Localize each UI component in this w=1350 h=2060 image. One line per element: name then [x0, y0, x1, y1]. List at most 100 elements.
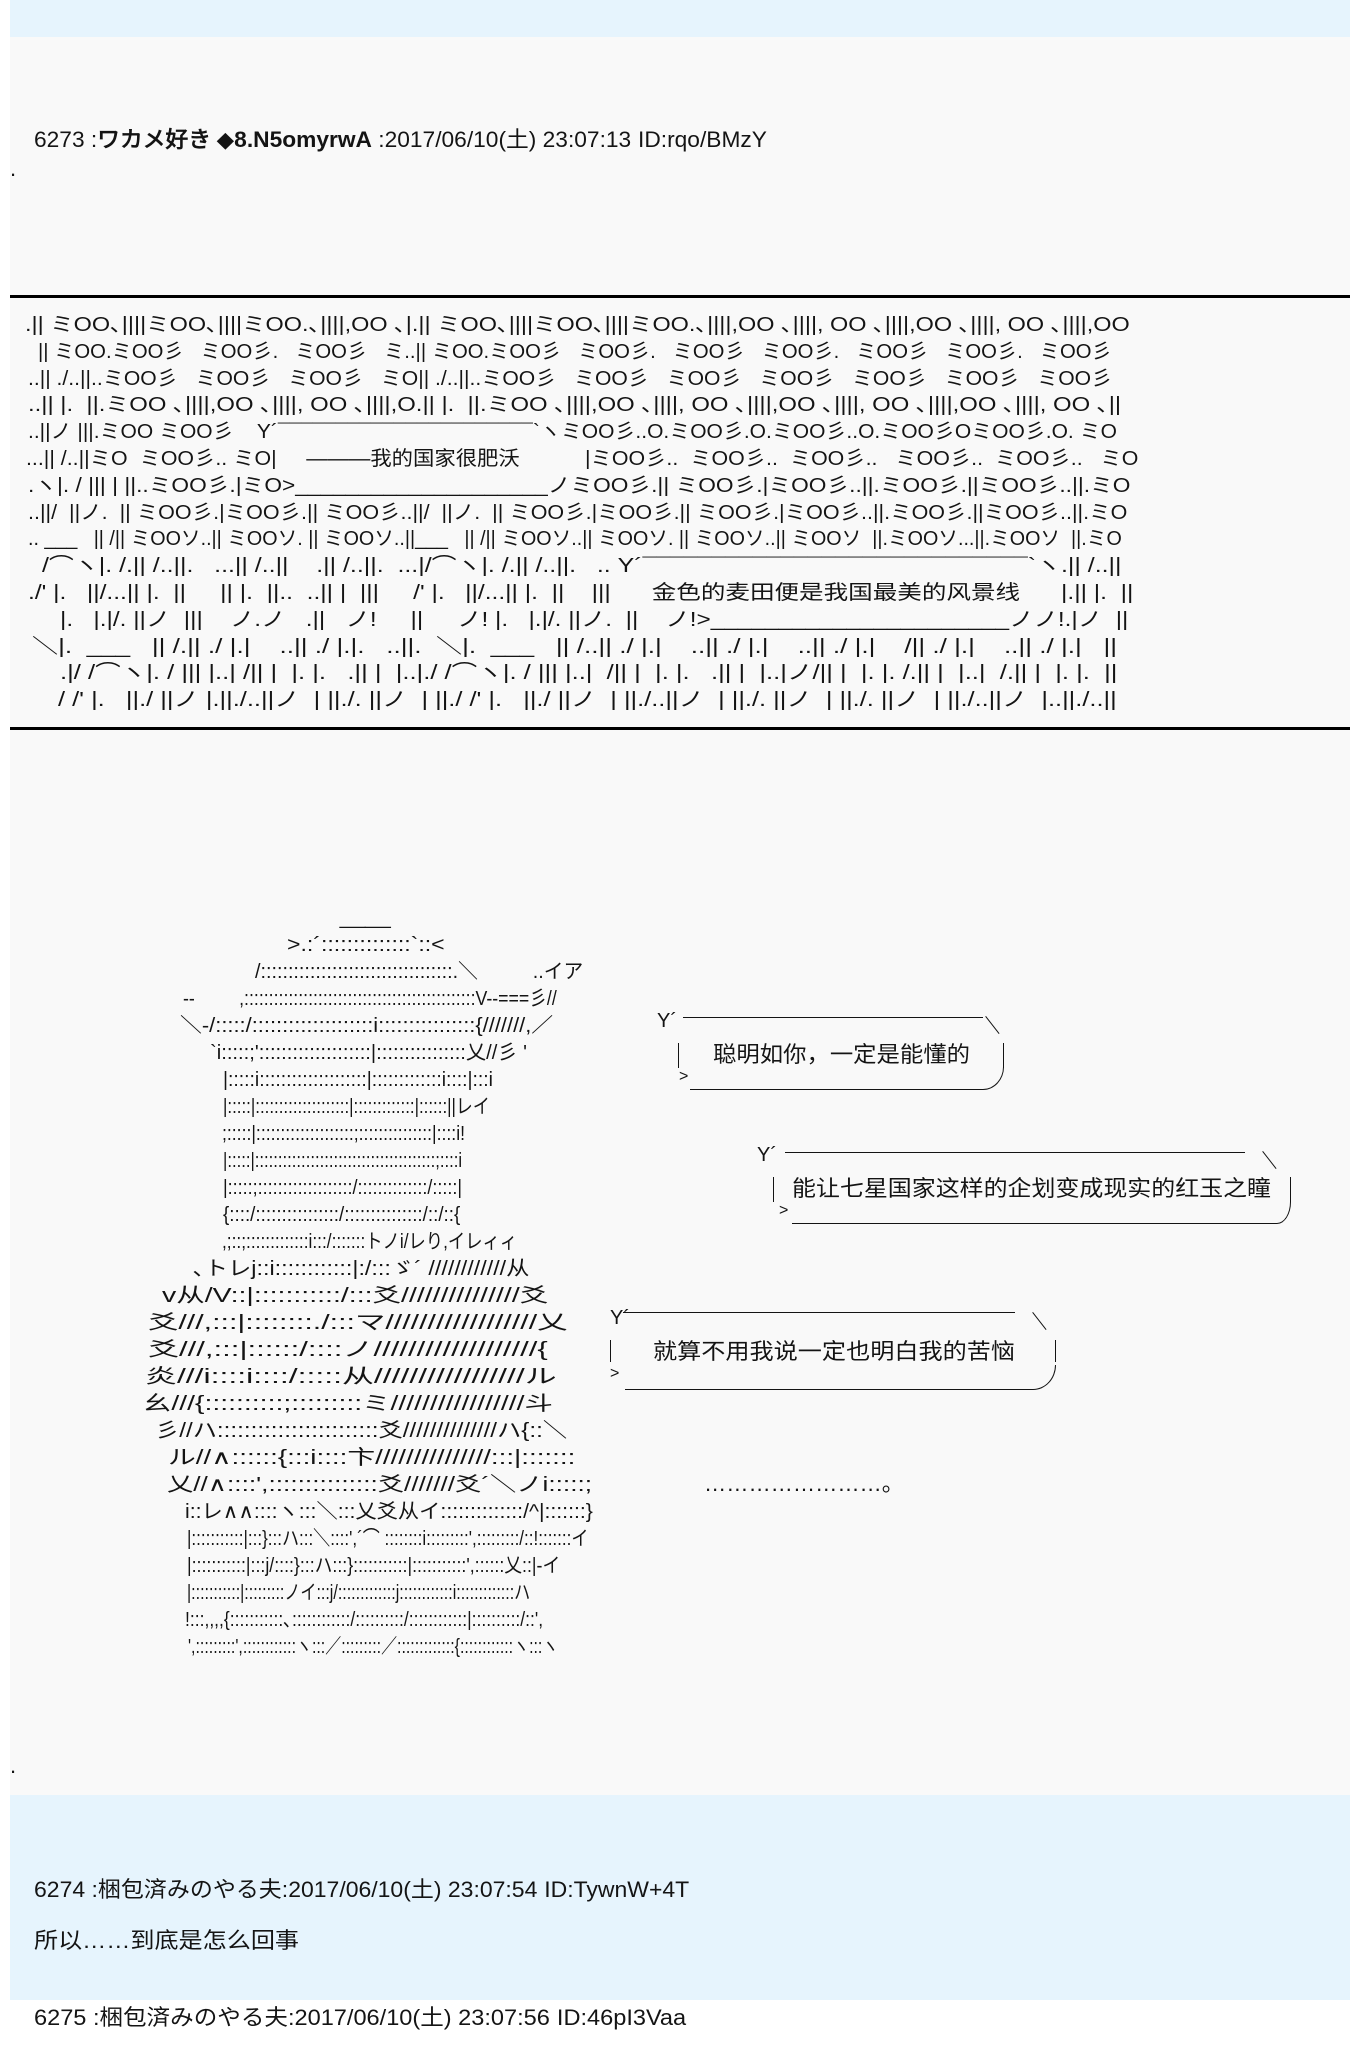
bubble-text: 聪明如你，一定是能懂的 — [713, 1042, 971, 1067]
aa-line: |:::::::::::|:::j/::::}:::ハ:::}:::::::::… — [187, 1555, 561, 1577]
speech-bubble: Y´ 能让七星国家这样的企划变成现实的红玉之瞳 > — [755, 1140, 1295, 1230]
aa-line: ル//∧::::::{:::i::::卞///////////////:::|:… — [168, 1447, 576, 1469]
post-number[interactable]: 6273 — [34, 127, 86, 152]
tail-dot: . — [10, 1753, 17, 1778]
aa-line-caption: ./' |. ||/...|| |. || || |. ||.. ..|| | … — [28, 581, 1134, 604]
bubble-corner-top-icon — [1262, 1151, 1277, 1169]
bubble-corner-top-icon — [1032, 1312, 1047, 1330]
aa-character: __ >.:´::::::::::::::`::< /:::::::::::::… — [10, 905, 1350, 1661]
bubble-right-border — [1290, 1177, 1291, 1202]
poster-id: ID:TywnW+4T — [544, 1877, 690, 1902]
bubble-left-border — [610, 1340, 611, 1362]
aa-line: 爻///,:::|::::::::./:::マ/////////////////… — [148, 1312, 568, 1334]
bubble-top-border — [785, 1152, 1245, 1153]
panel-divider-top — [10, 295, 1350, 298]
aa-line: |. |.|/. ||ノ ||| ノ.ノ .|| ノ! || ノ! |. |.|… — [60, 608, 1129, 631]
bubble-tail-glyph: Y´ — [657, 1010, 677, 1032]
poster-name: ワカメ好き — [97, 127, 212, 152]
aa-line: __ — [340, 907, 391, 929]
aa-line: ..||/ ||ノ. || ミOO彡.|ミOO彡.|| ミOO彡..||/ ||… — [28, 501, 1128, 524]
aa-line: ､トレj::i::::::::::::|:/:::ゞ´ ////////////… — [193, 1258, 530, 1280]
post-datetime: 2017/06/10(土) 23:07:56 — [294, 2005, 551, 2030]
lead-dot: . — [10, 156, 17, 181]
aa-line: {::::/::::::::::::::::/:::::::::::::::/:… — [223, 1204, 461, 1226]
aa-line: >.:´::::::::::::::`::< — [287, 934, 445, 956]
aa-line: ,;::;:::::::::::::i:::/:::::::トノi/レり,イレィ… — [222, 1231, 518, 1253]
aa-line: |:::::::::::|:::::::::ノイ:::j/:::::::::::… — [187, 1582, 531, 1604]
aa-line: 炎///i::::i::::/:::::从/////////////////ル — [145, 1366, 557, 1388]
bubble-right-border — [1003, 1043, 1004, 1068]
poster-trip: ◆8.N5omyrwA — [217, 127, 373, 152]
aa-line: `i:::::;'::::::::::::::::::::|::::::::::… — [210, 1042, 527, 1064]
header-separator: : — [85, 1877, 99, 1902]
bubble-text: 能让七星国家这样的企划变成现实的红玉之瞳 — [792, 1176, 1272, 1201]
bubble-left-border — [678, 1043, 679, 1068]
aa-line: ＼-/:::::/::::::::::::::::::::i::::::::::… — [180, 1015, 554, 1037]
aa-line: |:::::i::::::::::::::::::::|::::::::::::… — [223, 1069, 493, 1091]
aa-line: |:::::::::::|:::}:::ハ:::＼::::',´⌒ ::::::… — [187, 1528, 589, 1550]
aa-line: .. ___ || /|| ミOOソ..|| ミOOソ. || ミOOソ..||… — [28, 528, 1122, 551]
aa-line: ',:::::::::',::::::::::::ヽ:::／:::::::::／… — [188, 1636, 559, 1658]
header-separator: : — [85, 127, 98, 152]
post-datetime: 2017/06/10(土) 23:07:54 — [288, 1877, 538, 1902]
header-separator: : — [282, 1877, 289, 1902]
post-header-text: 6273 :ワカメ好き◆8.N5omyrwA :2017/06/10(土) 23… — [34, 126, 767, 154]
aa-line: i::レ∧∧::::ヽ:::＼:::乂爻从イ::::::::::::::/^|:… — [185, 1501, 593, 1523]
post-datetime: 2017/06/10(土) 23:07:13 — [385, 127, 632, 152]
aa-line: 幺///{::::::::::;:::::::::ミ//////////////… — [143, 1393, 553, 1415]
aa-line: .|/ /⌒ヽ|. / ||| |..| /|| | |. |. .|| | |… — [60, 662, 1118, 685]
aa-line: /:::::::::::::::::::::::::::::::::::.＼ .… — [255, 961, 584, 983]
bubble-hook-glyph: > — [779, 1202, 789, 1219]
header-separator: : — [86, 2005, 100, 2030]
aa-line: ..||ノ |||.ミOO ミOO彡 Y´¯¯¯¯¯¯¯¯¯¯¯¯¯¯¯¯¯¯¯… — [28, 421, 1117, 444]
aa-line: 爻///,:::|::::::/::::ノ///////////////////… — [148, 1339, 548, 1361]
aa-line: || ミOO.ミOO彡 ミOO彡. ミOO彡 ミ..|| ミOO.ミOO彡 ミO… — [38, 340, 1112, 363]
aa-line-caption: ...|| /..||ミO ミOO彡.. ミO| ―――我的国家很肥沃 |ミOO… — [26, 447, 1139, 470]
panel-divider-bottom — [10, 727, 1350, 730]
aa-line: ;:::::|::::::::::::::::::::;::::::::::::… — [222, 1123, 465, 1145]
post-6273: 6273 :ワカメ好き◆8.N5omyrwA :2017/06/10(土) 23… — [10, 37, 1350, 1795]
aa-line: .|| ミOO､||||ミOO､||||ミOO.､||||,OO ､|.|| ミ… — [25, 314, 1130, 336]
bubble-top-border — [683, 1017, 983, 1018]
aa-line: 乂//∧::::',:::::::::::::::爻///////爻´＼ノi::… — [167, 1474, 593, 1496]
ellipsis-text: ……………………。 — [704, 1471, 905, 1496]
aa-line: ..|| |. ||.ミOO ､||||,OO ､||||, OO ､||||,… — [28, 394, 1122, 417]
aa-line: -- ,::::::::::::::::::::::::::::::::::::… — [183, 988, 557, 1010]
bubble-bottom-border — [792, 1223, 1277, 1224]
bubble-text: 就算不用我说一定也明白我的苦恼 — [653, 1339, 1016, 1364]
aa-line: .ヽ|. / ||| | ||..ミOO彡.|ミO>______________… — [28, 474, 1131, 497]
aa-line: !:::,,,,{:::::::::::､::::::::::::/::::::… — [185, 1609, 544, 1631]
ellipsis-line: ……………………。 — [680, 1442, 905, 1526]
aa-line: ..|| ./..||..ミOO彡 ミOO彡 ミOO彡 ミO|| ./..||.… — [28, 367, 1113, 390]
bubble-right-border — [1055, 1340, 1056, 1362]
bubble-corner-bottom-icon — [1277, 1202, 1291, 1224]
aa-line: |:::::|:::::::::::::::::::::::::::::::::… — [223, 1150, 463, 1172]
post-body-text: 所以……到底是怎么回事 — [34, 1928, 300, 1953]
aa-line: 彡//ハ::::::::::::::::::::::::爻///////////… — [155, 1420, 568, 1442]
poster-name: 梱包済みのやる夫 — [99, 2005, 289, 2030]
post-number[interactable]: 6275 — [34, 2005, 87, 2030]
bubble-corner-top-icon — [985, 1016, 1000, 1034]
thread-top-band — [10, 0, 1350, 37]
aa-panel-landscape: .|| ミOO､||||ミOO､||||ミOO.､||||,OO ､|.|| ミ… — [10, 312, 1350, 714]
aa-line: / /' |. ||./ ||ノ |.||./..||ノ | ||./. ||ノ… — [58, 689, 1117, 712]
header-separator: : — [372, 127, 386, 152]
bubble-bottom-border — [690, 1089, 983, 1090]
post-body: 所以……到底是怎么回事 — [10, 1899, 299, 1983]
bubble-left-border — [773, 1177, 774, 1202]
bubble-hook-glyph: > — [679, 1068, 689, 1085]
aa-line: ＼|. ___ || /.|| ./ |.| ..|| ./ |.|. ..||… — [32, 635, 1118, 658]
bubble-hook-glyph: > — [610, 1365, 620, 1382]
poster-id: ID:rqo/BMzY — [638, 127, 768, 152]
poster-name: 梱包済みのやる夫 — [98, 1877, 283, 1902]
poster-id: ID:46pI3Vaa — [557, 2005, 687, 2030]
aa-line: |:::::;:::::::::::::::::::/:::::::::::::… — [223, 1177, 462, 1199]
aa-line: |:::::|::::::::::::::::::::|::::::::::::… — [223, 1096, 490, 1118]
post-number[interactable]: 6274 — [34, 1877, 86, 1902]
bubble-tail-glyph: Y´ — [757, 1144, 777, 1166]
bubble-bottom-border — [625, 1389, 1033, 1390]
